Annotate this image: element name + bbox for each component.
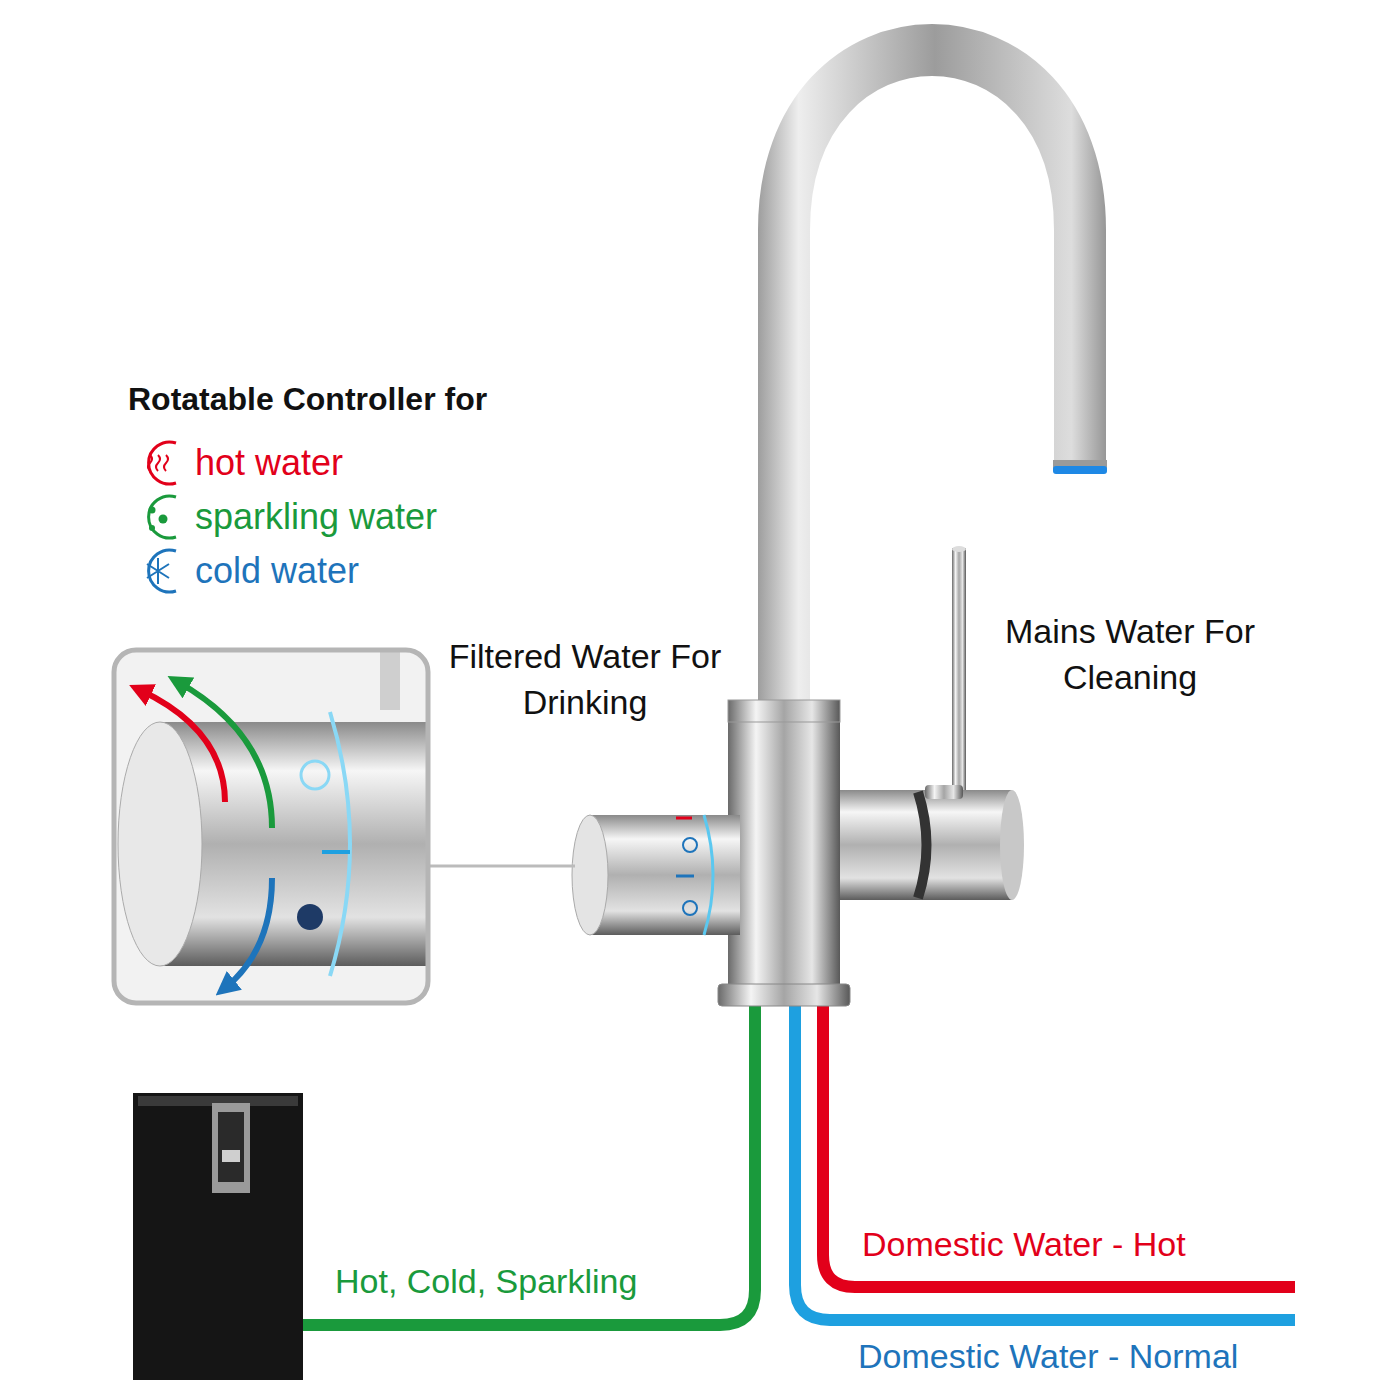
legend-text: hot water — [195, 439, 343, 488]
pipe-label: Hot, Cold, Sparkling — [335, 1259, 637, 1305]
pipe-label: Domestic Water - Hot — [862, 1222, 1186, 1268]
pipe-label: Filtered Water For Drinking — [440, 634, 730, 726]
legend-text: sparkling water — [195, 493, 437, 542]
pipe-label: Domestic Water - Normal — [858, 1334, 1238, 1380]
pipe-label: Mains Water For Cleaning — [1005, 609, 1255, 701]
legend-heading: Rotatable Controller for — [128, 378, 487, 421]
legend-text: cold water — [195, 547, 359, 596]
